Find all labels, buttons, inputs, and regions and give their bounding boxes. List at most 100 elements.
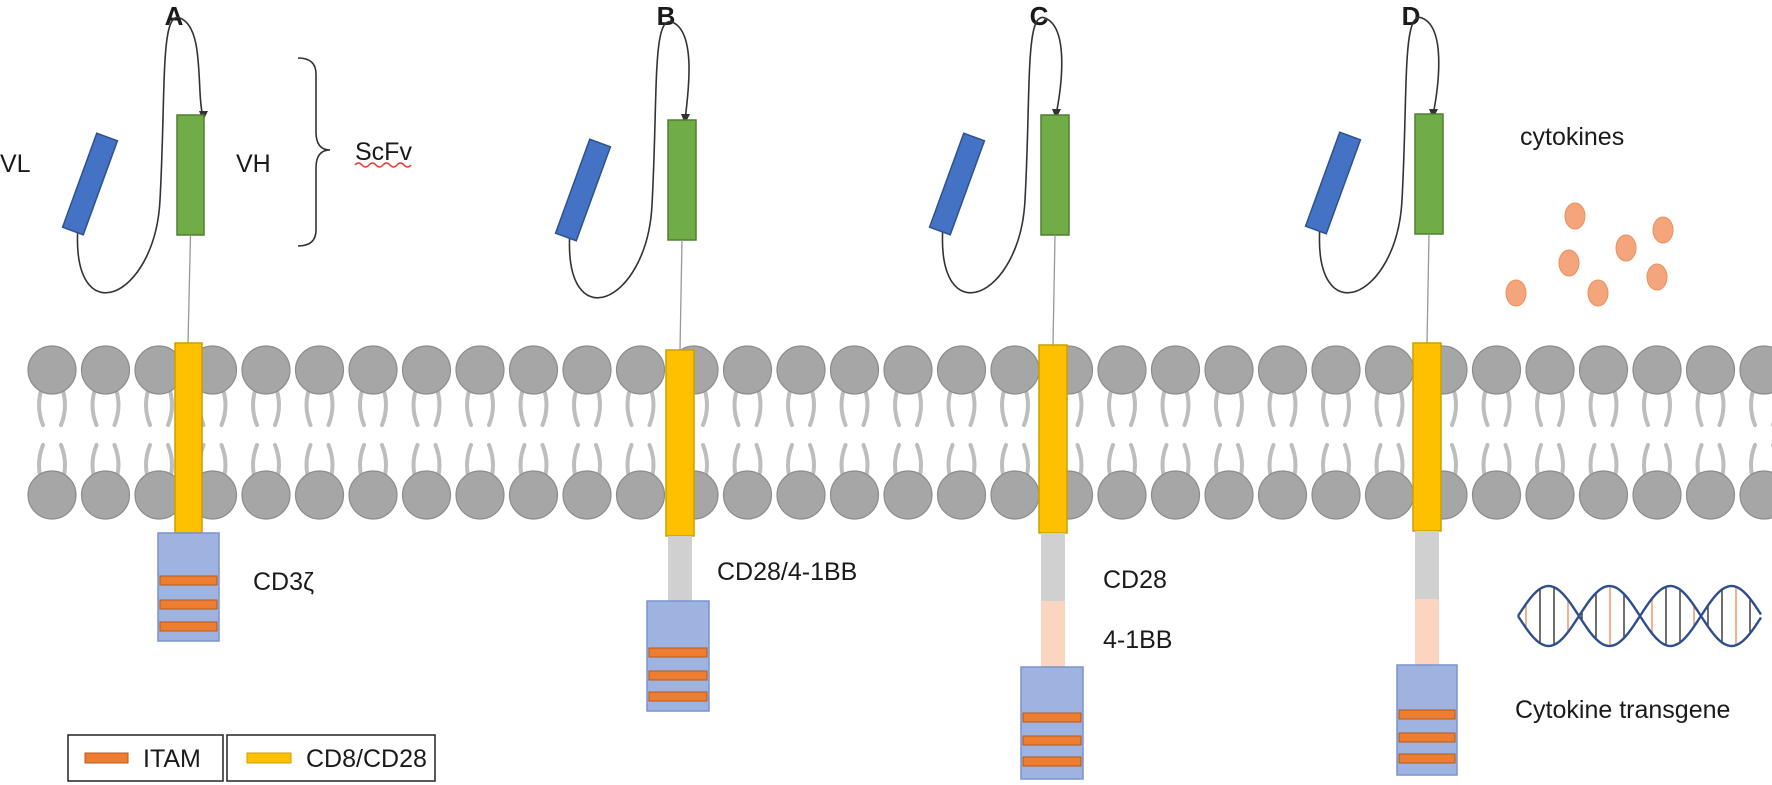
panel-b-linker-arrowhead [681,114,690,124]
lipid-head [1150,470,1201,520]
panel-d-linker-loop [1318,16,1440,294]
lipid-head [27,345,77,395]
lipid-head [776,470,826,520]
lipid-head [241,470,291,520]
panel-b-letter: B [657,1,676,31]
lipid-head [1311,345,1361,395]
panel-a-hinge [187,234,192,344]
scfv-label: ScFv [355,138,412,166]
vh-label: VH [236,150,271,178]
lipid-head [829,470,880,520]
panel-c-linker-loop [941,16,1063,294]
lipid-head [1364,470,1415,520]
lipid-head [1685,470,1736,520]
lipid-head [562,345,612,395]
lipid-head [776,345,826,395]
lipid-head [401,345,452,395]
lipid-head [1150,345,1201,395]
lipid-head [241,345,291,395]
panel-a-vh-domain [176,114,205,236]
lipid-head [80,470,131,520]
lipid-head [615,345,666,395]
lipid-head [1525,345,1575,395]
panel-b-car: B CD28/4-1BB [554,1,857,712]
lipid-head [1525,470,1575,520]
lipid-head [722,345,773,395]
panel-c-itam-3 [1022,756,1082,767]
panel-b-transmembrane [665,349,695,537]
lipid-head [80,345,131,395]
lipid-head [455,470,505,520]
lipid-head [562,470,612,520]
panel-d-41bb-domain [1415,599,1439,665]
panel-b-vl-domain [554,138,612,242]
panel-d-itam-2 [1398,732,1456,743]
panel-d-transmembrane [1412,342,1442,532]
panel-b-hinge [679,239,683,351]
panel-d-itam-3 [1398,753,1456,764]
lipid-head [1257,345,1308,395]
lipid-head [1739,345,1772,395]
panel-d-cd28-domain [1415,531,1439,599]
lipid-head [990,345,1040,395]
lipid-head [722,470,773,520]
lipid-head [936,345,987,395]
lipid-head [829,345,880,395]
scfv-spellcheck-underline [354,162,412,168]
panel-b-itam-3 [648,691,708,702]
lipid-head [1739,470,1772,520]
dna-strand [1516,584,1763,648]
cytokine-particle-icon [1505,279,1527,307]
lipid-head [936,470,987,520]
lipid-head [27,470,77,520]
cytokine-particle-icon [1652,216,1674,244]
panel-a-itam-2 [159,599,218,610]
lipid-head [1632,345,1682,395]
dna-helix-icon [1516,584,1763,648]
legend-itam-label: ITAM [143,745,201,773]
panel-a-signal-label: CD3ζ [253,568,314,596]
panel-a-itam-3 [159,621,218,632]
lipid-head [455,345,505,395]
panel-c-itam-2 [1022,735,1082,746]
panel-c-41bb-domain [1041,601,1065,667]
lipid-head [1311,470,1361,520]
lipid-head [615,470,666,520]
lipid-head [1097,345,1147,395]
cytokine-particle-icon [1564,202,1586,230]
legend-itam-swatch [84,752,129,764]
panel-d-car: D cytokines Cytokine transgene [1304,1,1763,776]
lipid-head [508,470,559,520]
cytokine-particle-icon [1615,234,1637,262]
panel-c-car: C CD28 4-1BB [928,1,1172,780]
panel-c-cd28-label: CD28 [1103,566,1167,594]
panel-c-itam-1 [1022,712,1082,723]
panel-b-itam-2 [648,670,708,681]
panel-b-signal-label: CD28/4-1BB [717,558,857,586]
lipid-head [1257,470,1308,520]
panel-d-vl-domain [1304,131,1362,235]
panel-d-itam-1 [1398,709,1456,720]
panel-b-vh-domain [667,119,697,241]
cytokine-particle-icon [1505,202,1674,307]
panel-a-letter: A [165,1,184,31]
cytokines-label: cytokines [1520,123,1624,151]
panel-a-transmembrane [174,342,203,534]
panel-c-41bb-label: 4-1BB [1103,626,1172,654]
cytokine-particle-icon [1587,279,1609,307]
panel-c-linker-arrowhead [1052,109,1061,119]
lipid-head [1632,470,1682,520]
lipid-head [348,470,398,520]
lipid-head [1204,345,1254,395]
lipid-head [348,345,398,395]
lipid-bilayer [27,345,1772,520]
panel-c-transmembrane [1038,344,1068,534]
panel-d-hinge [1426,233,1430,344]
lipid-head [1578,470,1629,520]
vl-label: VL [0,150,31,178]
lipid-head [1364,345,1415,395]
lipid-head [883,470,933,520]
lipid-head [508,345,559,395]
legend-cd8-cd28-label: CD8/CD28 [306,745,427,773]
